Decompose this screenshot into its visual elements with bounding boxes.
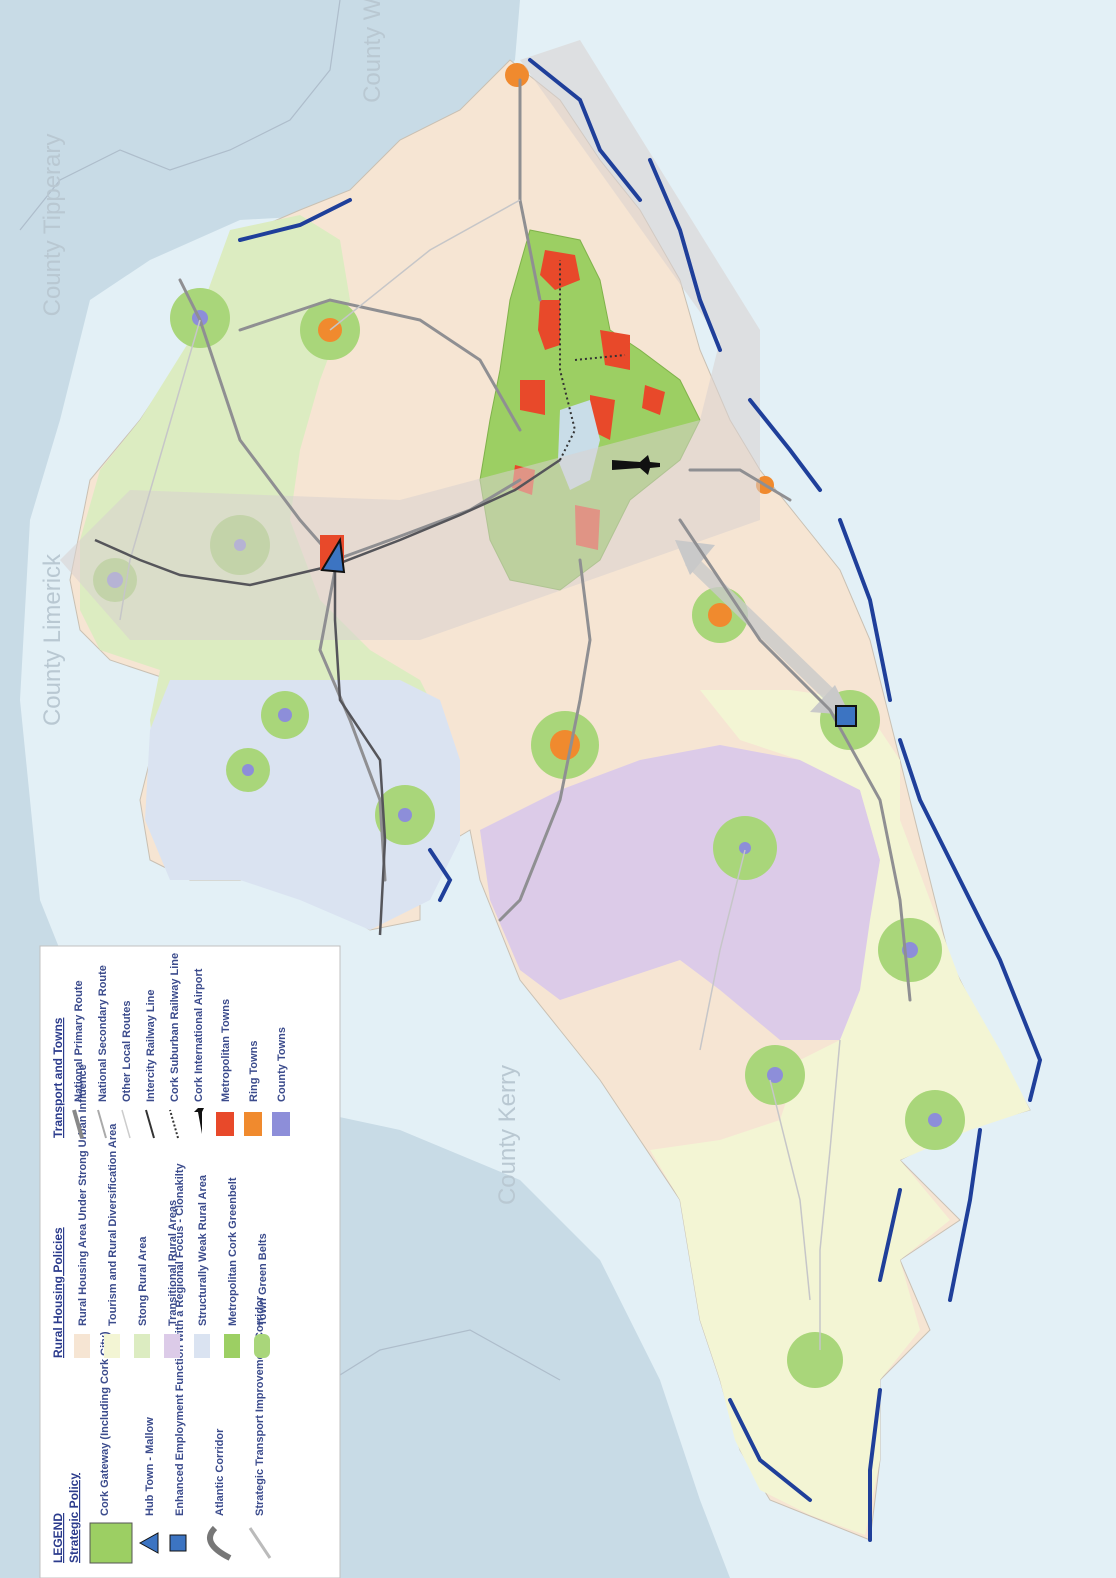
transitional-rural-area [480,745,880,1040]
legend-title: LEGEND [51,1513,65,1563]
county-town [398,808,412,822]
rural-swatch [254,1334,270,1358]
legend-rural-label: Transitional Rural Areas [167,1200,179,1326]
ring-towns-swatch [244,1112,262,1136]
legend-transport-label: Cork Suburban Railway Line [169,953,181,1102]
ring-town [708,603,732,627]
double-arrow-icon [248,1527,272,1559]
suburban-railway-icon [169,1109,179,1139]
county-label-tipperary: County Tipperary [39,134,66,317]
metropolitan-town [538,300,560,350]
county-town [739,842,751,854]
enhanced-employment-square-icon [835,705,857,727]
metropolitan-town [520,380,545,415]
airport-icon [612,455,660,475]
metropolitan-towns-swatch [216,1112,234,1136]
kerry-inlet-water [560,1120,800,1578]
legend-transport-label: County Towns [276,1027,288,1102]
county-label-limerick: County Limerick [39,553,66,726]
legend-rural-label: Town Green Belts [257,1233,269,1326]
rural-swatch [134,1334,150,1358]
legend-strategic-label: Strategic Transport Improvement Corridor [254,1295,266,1516]
county-towns-swatch [272,1112,290,1136]
strategic-transport-corridor [685,554,840,706]
legend-rural-label: Stong Rural Area [137,1236,149,1326]
local-route-line [121,1109,131,1139]
county-boundary-line [19,0,341,231]
square-icon [169,1534,187,1552]
county-label-kerry: County Kerry [494,1065,521,1205]
legend: LEGEND Strategic Policy Cork Gateway (In… [39,945,341,1578]
rural-swatch [224,1334,240,1358]
rural-housing-heading: Rural Housing Policies [51,1227,65,1358]
secondary-route-line [97,1109,107,1139]
legend-strategic-label: Cork Gateway (Including Cork City) [99,1331,111,1516]
atlantic-corridor [60,40,760,640]
legend-transport-label: National Secondary Route [97,965,109,1102]
triangle-icon [138,1532,159,1554]
rural-swatch [74,1334,90,1358]
primary-route-line [72,1109,84,1139]
legend-transport-label: Intercity Railway Line [145,990,157,1102]
road-network [178,78,912,1002]
legend-strategic-label: Hub Town - Mallow [144,1417,156,1516]
airplane-icon [194,1108,204,1134]
suburban-railway [559,260,626,461]
ring-town [505,63,529,87]
county-town [242,764,254,776]
legend-rural-label: Metropolitan Cork Greenbelt [227,1177,239,1326]
legend-transport-label: National Primary Route [73,980,85,1102]
local-route-network [119,199,841,1350]
transport-towns-heading: Transport and Towns [51,1017,65,1138]
strategic-transport-corridor-arrowhead [675,540,715,575]
rural-swatch [194,1334,210,1358]
curved-arrow-icon [207,1525,232,1561]
coastline [238,58,1043,1542]
metropolitan-town [642,385,665,415]
metropolitan-town [600,330,630,370]
structurally-weak-rural-area [145,680,460,930]
tourism-rural-diversification-area [650,690,1030,1535]
county-town-greenbelt [787,1332,843,1388]
legend-strategic-label: Atlantic Corridor [214,1428,226,1516]
strategic-policy-heading: Strategic Policy [67,1473,81,1563]
legend-box [39,945,341,1578]
legend-rural-label: Rural Housing Area Under Strong Urban In… [77,1064,89,1326]
rural-swatch [164,1334,180,1358]
ring-town [550,730,580,760]
county-town [928,1113,942,1127]
gateway-swatch [89,1522,133,1564]
rural-swatch [104,1334,120,1358]
railway-icon [145,1109,155,1139]
legend-rural-label: Structurally Weak Rural Area [197,1174,209,1326]
legend-transport-label: Metropolitan Towns [220,999,232,1102]
legend-rural-label: Tourism and Rural Diversification Area [107,1123,119,1326]
county-town [767,1067,783,1083]
hub-town-triangle-icon [320,537,346,574]
legend-transport-label: Ring Towns [248,1040,260,1102]
county-town [278,708,292,722]
county-label-waterford: County Water [359,0,386,103]
legend-transport-label: Other Local Routes [121,1001,133,1102]
legend-transport-label: Cork International Airport [193,968,205,1102]
